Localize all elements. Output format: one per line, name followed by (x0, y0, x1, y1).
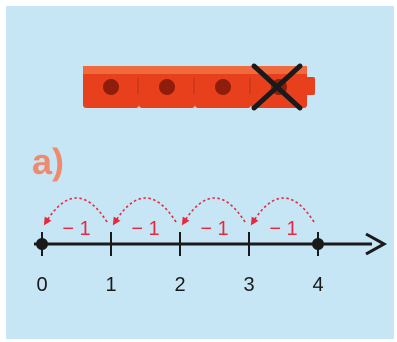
tick-label-2: 2 (174, 274, 185, 296)
jump-arc-3-to-2 (181, 197, 246, 226)
cube-1 (83, 66, 145, 108)
tick-labels: 0 1 2 3 4 (36, 274, 323, 296)
cross-out-mark (251, 63, 303, 111)
marked-points (36, 238, 324, 250)
jump-arc-4-to-3 (250, 197, 315, 226)
tick-label-4: 4 (312, 274, 323, 296)
exercise-panel (6, 6, 394, 339)
jump-label-1-to-0: − 1 (62, 218, 90, 240)
jump-arc-1-to-0 (43, 197, 108, 226)
jump-arc-2-to-1 (112, 197, 177, 226)
tick-label-3: 3 (243, 274, 254, 296)
jump-label-3-to-2: − 1 (200, 218, 228, 240)
jump-label-4-to-3: − 1 (269, 218, 297, 240)
jump-label-2-to-1: − 1 (131, 218, 159, 240)
linking-cubes (83, 63, 315, 111)
cube-2 (139, 66, 201, 108)
point-0 (36, 238, 48, 250)
tick-label-0: 0 (36, 274, 47, 296)
point-4 (312, 238, 324, 250)
part-label: a) (32, 141, 65, 182)
axis-arrow-head (365, 232, 388, 256)
tick-label-1: 1 (105, 274, 116, 296)
cube-3 (195, 66, 257, 108)
jump-arcs: − 1 − 1 − 1 − 1 (43, 197, 315, 240)
